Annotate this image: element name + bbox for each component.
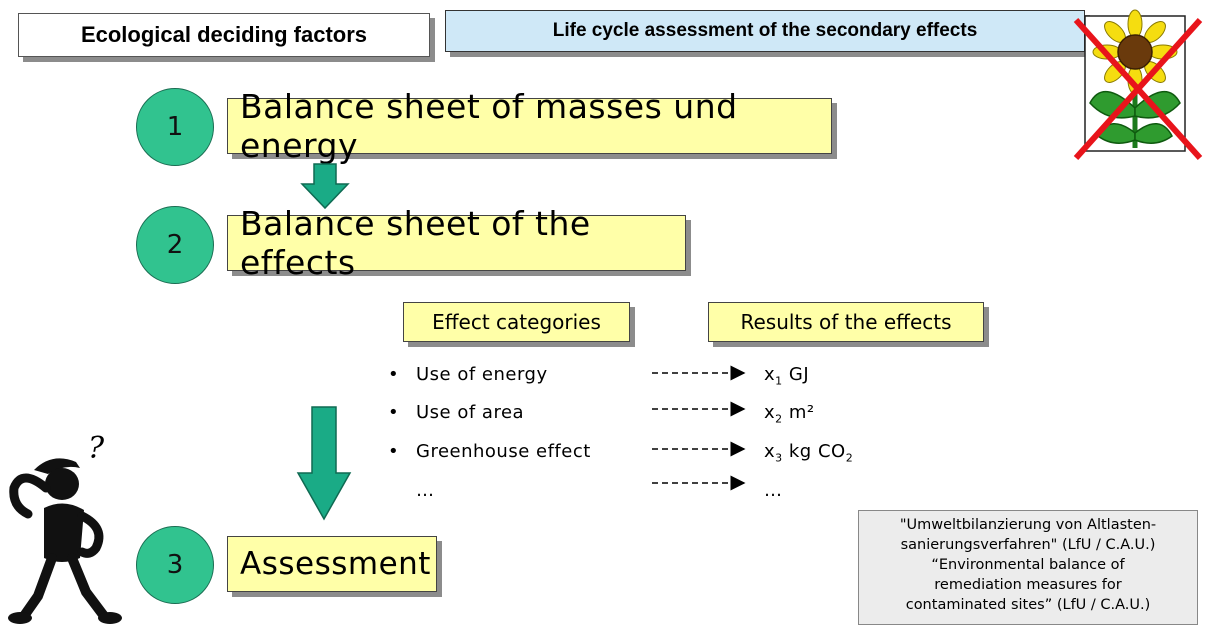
result-area: x2 m²: [764, 402, 815, 426]
step-3-circle: 3: [136, 526, 214, 604]
source-citation: "Umweltbilanzierung von Altlasten- sanie…: [858, 510, 1198, 625]
page-subtitle: Life cycle assessment of the secondary e…: [445, 10, 1085, 52]
step-1-circle: 1: [136, 88, 214, 166]
results-heading: Results of the effects: [708, 302, 984, 342]
list-item: •Greenhouse effect: [388, 441, 591, 462]
bullet: •: [388, 364, 416, 385]
long-down-arrow-icon: [296, 405, 352, 523]
question-mark: ?: [88, 431, 105, 466]
bullet: •: [388, 402, 416, 423]
citation-line: “Environmental balance of: [859, 555, 1197, 575]
result-energy: x1 GJ: [764, 364, 809, 388]
effect-categories-heading: Effect categories: [403, 302, 630, 342]
list-item: •Use of energy: [388, 364, 548, 385]
step-3-box: Assessment: [227, 536, 437, 592]
citation-line: sanierungsverfahren" (LfU / C.A.U.): [859, 535, 1197, 555]
crossed-sunflower-icon: [1068, 8, 1208, 163]
list-item-label: Greenhouse effect: [416, 441, 591, 462]
list-item-label: Use of area: [416, 402, 524, 423]
list-item: •Use of area: [388, 402, 524, 423]
step-2-circle: 2: [136, 206, 214, 284]
citation-line: contaminated sites” (LfU / C.A.U.): [859, 595, 1197, 615]
step-1-box: Balance sheet of masses und energy: [227, 98, 832, 154]
citation-line: "Umweltbilanzierung von Altlasten-: [859, 515, 1197, 535]
result-more: …: [764, 480, 783, 501]
bullet: •: [388, 441, 416, 462]
list-item: …: [416, 480, 435, 501]
result-greenhouse: x3 kg CO2: [764, 441, 853, 465]
step-2-box: Balance sheet of the effects: [227, 215, 686, 271]
list-item-label: …: [416, 480, 435, 501]
thinking-figure-icon: ?: [4, 428, 132, 628]
list-item-label: Use of energy: [416, 364, 548, 385]
page-title: Ecological deciding factors: [18, 13, 430, 57]
dashed-arrows: [648, 363, 753, 495]
citation-line: remediation measures for: [859, 575, 1197, 595]
